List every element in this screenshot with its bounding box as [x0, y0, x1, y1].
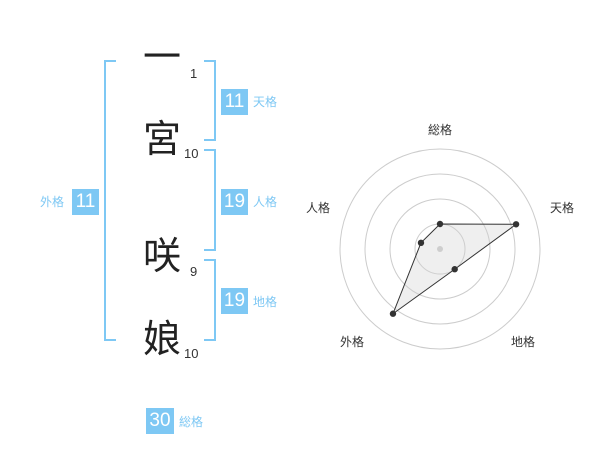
gaikaku-value: 11 [72, 189, 99, 215]
chikaku-label: 地格 [253, 295, 278, 309]
stroke-count-3: 9 [190, 264, 198, 279]
name-char-2: 宮 [143, 117, 182, 161]
gaikaku-label: 外格 [40, 195, 65, 209]
chikaku-bracket [204, 259, 216, 341]
chikaku-value: 19 [221, 288, 248, 314]
radar-ring-4 [339, 148, 541, 350]
name-char-4: 娘 [143, 317, 182, 361]
name-char-3: 咲 [143, 234, 182, 278]
radar-point-2 [451, 266, 458, 273]
tenkaku-bracket [204, 60, 216, 141]
radar-axis-label-tenkaku: 天格 [550, 201, 575, 215]
radar-point-1 [512, 221, 520, 228]
soukaku-label: 総格 [179, 415, 204, 429]
tenkaku-value: 11 [221, 89, 248, 115]
stroke-count-4: 10 [184, 346, 199, 361]
soukaku-value: 30 [146, 408, 174, 434]
radar-ring-3 [364, 173, 516, 325]
radar-point-4 [417, 239, 425, 247]
radar-axis-label-jinkaku: 人格 [306, 201, 331, 215]
jinkaku-value: 19 [221, 189, 248, 215]
radar-center [437, 246, 443, 252]
radar-axis-label-soukaku: 総格 [428, 123, 453, 137]
radar-axis-label-gaikaku: 外格 [340, 335, 365, 349]
radar-ring-2 [389, 198, 491, 300]
jinkaku-label: 人格 [253, 195, 278, 209]
name-char-1: 一 [143, 35, 182, 79]
radar-point-0 [436, 220, 444, 228]
radar-point-3 [389, 310, 397, 317]
gaikaku-bracket [104, 60, 116, 341]
jinkaku-bracket [204, 149, 216, 251]
stroke-count-1: 1 [190, 66, 198, 81]
stroke-count-2: 10 [184, 146, 199, 161]
tenkaku-label: 天格 [253, 95, 278, 109]
radar-axis-label-chikaku: 地格 [511, 335, 536, 349]
